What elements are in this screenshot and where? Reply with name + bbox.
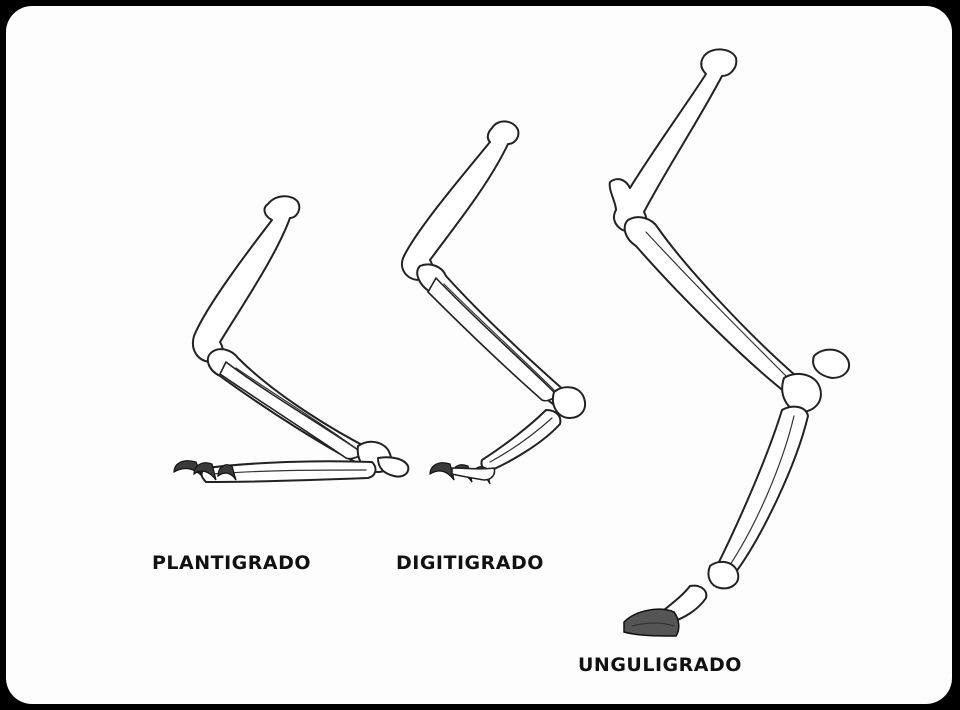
- plantigrade-heel: [378, 457, 408, 476]
- digitigrade-limb: [402, 121, 585, 484]
- unguligrade-fetlock: [708, 562, 738, 589]
- plantigrade-limb: [174, 196, 408, 482]
- unguligrade-humerus: [610, 49, 737, 232]
- digitigrade-claw: [430, 463, 454, 480]
- digitigrade-ulna: [428, 278, 558, 401]
- label-plantigrado: PLANTIGRADO: [152, 552, 311, 574]
- unguligrade-cannon: [716, 407, 808, 577]
- digitigrade-metacarpals: [481, 410, 560, 470]
- label-unguligrado: UNGULIGRADO: [578, 654, 742, 676]
- unguligrade-accessory: [813, 350, 849, 378]
- limb-diagram: [6, 6, 952, 704]
- illustration-frame: PLANTIGRADO DIGITIGRADO UNGULIGRADO: [6, 6, 952, 704]
- unguligrade-limb: [610, 49, 849, 636]
- plantigrade-humerus: [193, 196, 299, 362]
- unguligrade-radius: [625, 217, 801, 396]
- digitigrade-humerus: [402, 121, 518, 280]
- plantigrade-ulna: [220, 362, 364, 459]
- label-digitigrado: DIGITIGRADO: [396, 552, 544, 574]
- unguligrade-carpals: [782, 374, 821, 412]
